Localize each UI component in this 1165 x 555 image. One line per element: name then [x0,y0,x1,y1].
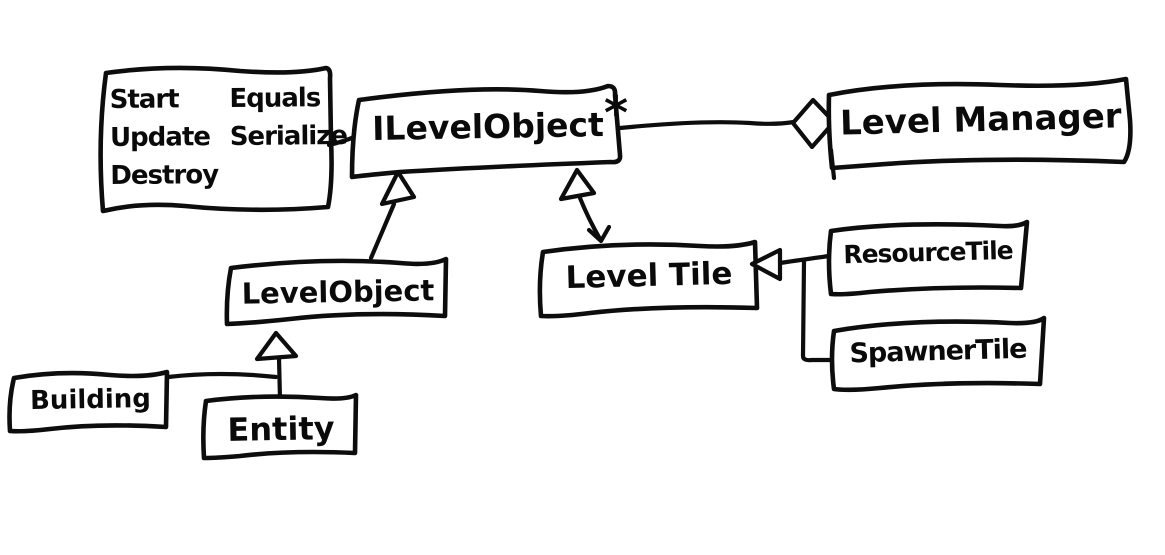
class-label-levelobject: LevelObject [241,273,435,311]
class-label-ilevelobject: ILevelObject [371,104,605,149]
inheritance-triangle-levelobject [379,169,417,207]
method-label: Destroy [110,160,219,192]
inheritance-triangle-leveltile [558,167,597,202]
method-label: Update [109,122,211,154]
method-label: Equals [229,83,321,114]
class-box-levelobject [224,256,449,327]
entity-line [276,355,283,402]
method-label: Serialize [229,120,348,152]
class-box-ilevelobject [349,83,623,180]
inheritance-triangle-levelobject-children [254,330,299,362]
methods-note-col1: Start Update Destroy [110,80,219,195]
class-box-spawnertile [829,315,1047,393]
spawnertile-line [800,258,835,363]
class-label-resourcetile: ResourceTile [842,235,1014,270]
class-box-building [7,369,170,434]
aggregation-line [617,119,797,131]
inheritance-line-levelobject [368,201,397,261]
building-line [165,371,279,380]
class-box-entity [201,392,359,461]
multiplicity-star: * [604,86,629,140]
class-label-entity: Entity [227,409,335,449]
method-label: Start [109,84,179,116]
class-box-resourcetile [826,219,1030,297]
methods-note-box [98,65,334,214]
methods-note: Start Update Destroy Equals Serialize [110,79,348,195]
levelmanager-edge-overshoot [828,147,837,181]
leveltile-arrowhead [586,224,612,244]
class-label-building: Building [29,383,152,417]
class-box-leveltile [537,239,760,319]
methods-note-col2: Equals Serialize [229,79,347,194]
class-label-spawnertile: SpawnerTile [849,333,1027,370]
class-box-levelmanager [826,76,1133,171]
class-label-leveltile: Level Tile [565,255,733,297]
resourcetile-line [777,253,832,266]
class-label-levelmanager: Level Manager [839,96,1123,144]
